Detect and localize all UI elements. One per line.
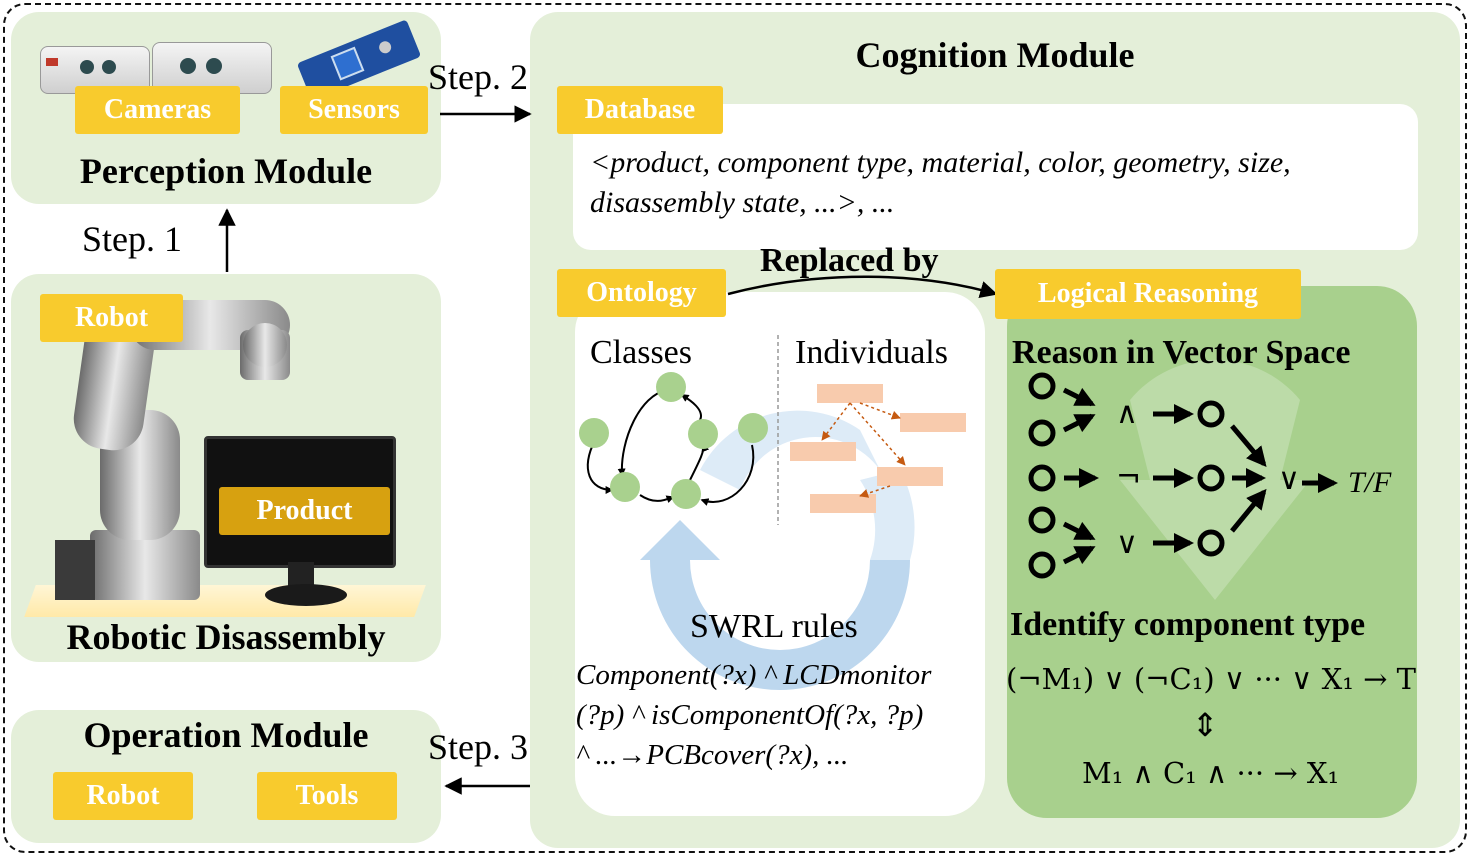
- equivalence-symbol: ⇕: [1191, 706, 1219, 744]
- formula-2: M₁ ∧ C₁ ∧ ··· → X₁: [1082, 756, 1340, 790]
- operation-robot-tag: Robot: [53, 772, 193, 820]
- perception-module-title: Perception Module: [79, 151, 373, 191]
- cognition-module-title: Cognition Module: [855, 35, 1135, 75]
- or-final-operator: ∨: [1278, 462, 1300, 497]
- or-operator: ∨: [1116, 526, 1138, 561]
- rule-line2: (?p) ^ isComponentOf(?x, ?p): [576, 699, 924, 731]
- robot-tag: Robot: [40, 294, 183, 342]
- operation-module-title: Operation Module: [83, 715, 369, 755]
- individuals-label: Individuals: [795, 334, 948, 371]
- monitor-base: [265, 584, 347, 606]
- ontology-tag: Ontology: [557, 269, 726, 317]
- replaced-by-label: Replaced by: [760, 242, 939, 279]
- step2-label: Step. 2: [428, 57, 529, 97]
- swrl-rules-label: SWRL rules: [690, 608, 858, 645]
- classes-label: Classes: [590, 334, 692, 371]
- step3-label: Step. 3: [428, 727, 529, 767]
- result-tf: T/F: [1348, 466, 1392, 499]
- vector-space-title: Reason in Vector Space: [1012, 334, 1351, 371]
- robotic-disassembly-title: Robotic Disassembly: [66, 617, 386, 657]
- camera-illustration: [40, 42, 272, 94]
- monitor-stand: [288, 562, 314, 588]
- rule-line3: ^ ...→PCBcover(?x), ...: [576, 739, 849, 771]
- logical-reasoning-tag: Logical Reasoning: [995, 269, 1301, 319]
- sensors-tag: Sensors: [280, 86, 428, 134]
- tools-tag: Tools: [257, 772, 397, 820]
- ontology-box: [575, 292, 985, 816]
- rule-line1: Component(?x) ^ LCDmonitor: [576, 659, 932, 691]
- database-tag: Database: [557, 86, 723, 134]
- identify-component-title: Identify component type: [1010, 606, 1366, 643]
- and-operator: ∧: [1116, 396, 1138, 431]
- formula-1: (¬M₁) ∨ (¬C₁) ∨ ··· ∨ X₁ → T: [1006, 662, 1416, 696]
- product-tag: Product: [219, 487, 390, 535]
- outer-frame: [3, 3, 1467, 853]
- database-line2: disassembly state, ...>, ...: [590, 186, 895, 219]
- step1-label: Step. 1: [82, 219, 183, 259]
- not-operator: ¬: [1116, 460, 1142, 495]
- cameras-tag: Cameras: [75, 86, 240, 134]
- database-line1: <product, component type, material, colo…: [590, 146, 1291, 179]
